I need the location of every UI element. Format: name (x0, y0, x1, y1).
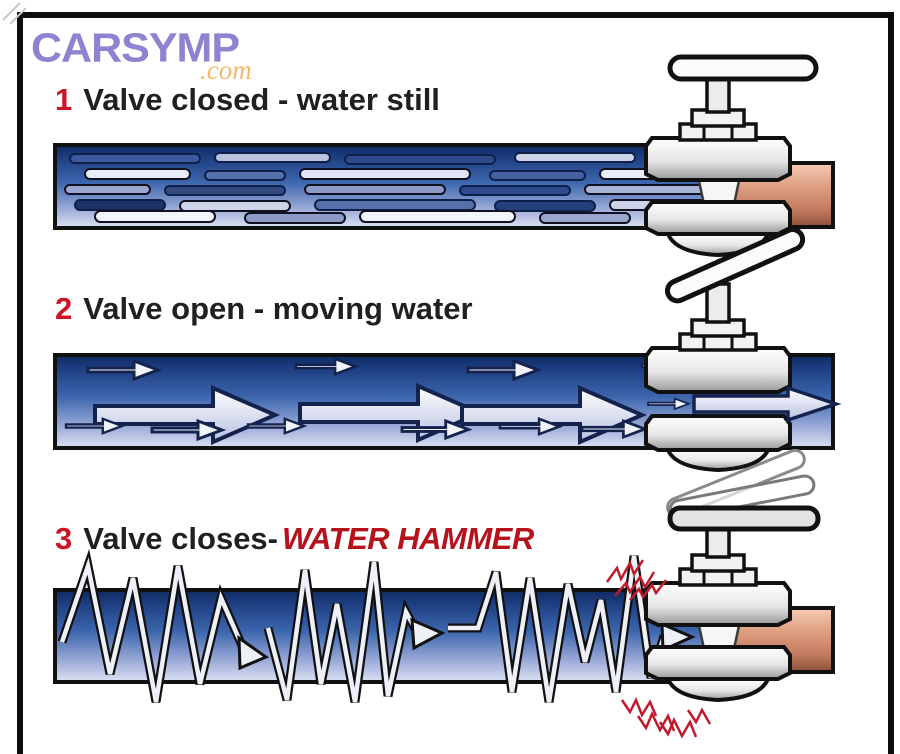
step-3-label: 3 Valve closes-WATER HAMMER (55, 521, 534, 557)
impact-shock-marks (605, 559, 712, 739)
valve-bottom-flange-1 (644, 200, 792, 236)
step-2-number: 2 (55, 291, 73, 326)
section-1-still-water (53, 54, 835, 258)
still-water-capsules (64, 152, 726, 224)
valve-handle-1 (667, 54, 819, 82)
valve-bottom-bulge-3 (664, 677, 772, 703)
scan-artifact (2, 2, 27, 25)
step-3-text: Valve closes- (83, 521, 278, 556)
shock-arrowhead-2 (410, 617, 446, 651)
shock-arrowhead-3 (660, 621, 696, 653)
valve-1-closed (644, 54, 835, 258)
valve-bottom-flange-3 (644, 645, 792, 681)
valve-top-flange-2 (644, 346, 792, 394)
through-valve-arrow (692, 385, 842, 423)
section-3-water-hammer (53, 448, 835, 739)
step-3-number: 3 (55, 521, 73, 556)
valve-2-open (644, 227, 842, 473)
water-hammer-highlight: WATER HAMMER (282, 521, 534, 556)
step-1-number: 1 (55, 82, 73, 117)
step-2-label: 2 Valve open - moving water (55, 291, 473, 327)
valve-bottom-bulge-2 (664, 448, 772, 473)
step-1-text: Valve closed - water still (83, 82, 440, 117)
valve-3-slamming-closed (605, 448, 835, 739)
watermark-logo: CARSYMP .com (31, 24, 291, 86)
shockwave-zigzag (57, 548, 696, 703)
step-1-label: 1 Valve closed - water still (55, 82, 440, 118)
section-2-moving-water (53, 227, 842, 473)
watermark-tld: .com (200, 55, 252, 85)
valve-handle-2-open (665, 227, 806, 304)
diagram-border-frame (17, 12, 894, 754)
valve-top-flange-3 (644, 581, 792, 627)
shock-arrowhead-1 (237, 635, 270, 671)
valve-bottom-flange-2 (644, 414, 792, 452)
watermark-brand: CARSYMP (31, 25, 240, 71)
valve-top-flange-1 (644, 136, 792, 182)
step-2-text: Valve open - moving water (83, 291, 473, 326)
valve-handle-3-slamming (667, 505, 821, 532)
